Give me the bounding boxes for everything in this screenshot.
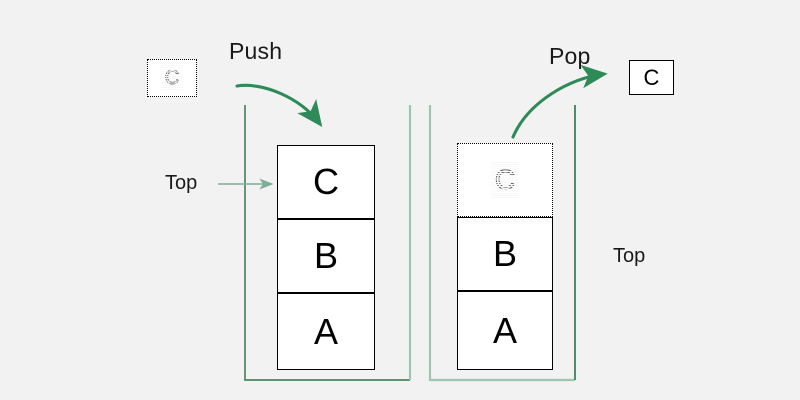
left-top-label: Top [165, 172, 198, 194]
input-chip[interactable]: C [147, 59, 197, 97]
pop-label: Pop [549, 43, 591, 69]
right-stack-cell-a-value: A [492, 309, 517, 351]
output-chip[interactable]: C [629, 60, 674, 95]
input-chip-value: C [160, 64, 184, 92]
push-label: Push [229, 38, 283, 64]
left-stack-cell-c[interactable]: C [277, 145, 375, 219]
left-stack-cell-a-value: A [313, 310, 338, 352]
push-arrow [235, 83, 323, 127]
left-stack-cell-b[interactable]: B [277, 219, 375, 293]
right-stack-cell-b[interactable]: B [457, 217, 553, 291]
right-stack-cell-c-value: C [490, 162, 520, 198]
left-stack-cell-b-value: B [313, 235, 338, 276]
left-stack-cell-a[interactable]: A [277, 293, 375, 370]
right-stack-cell-a[interactable]: A [457, 291, 553, 370]
left-stack-cell-c-value: C [313, 161, 339, 202]
right-top-label: Top [613, 245, 646, 267]
output-chip-value: C [643, 64, 660, 90]
pop-arrow [511, 64, 608, 139]
right-stack-cell-b-value: B [492, 233, 517, 274]
right-stack-cell-c-ghost[interactable]: C [457, 143, 553, 217]
